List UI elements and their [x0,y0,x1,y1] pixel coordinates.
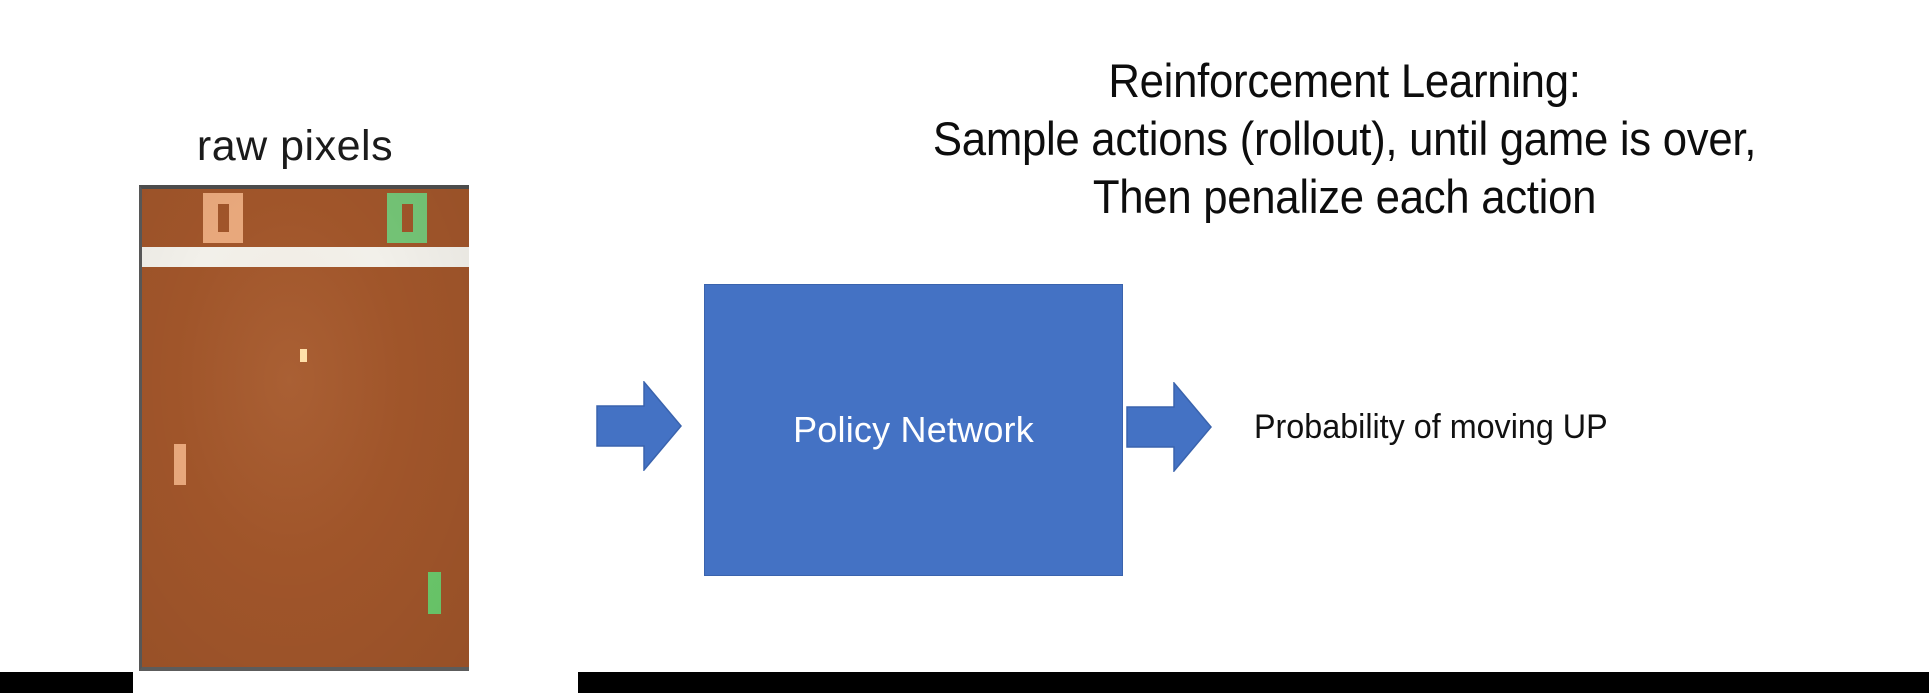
input-arrow-icon [596,381,682,471]
policy-network-label: Policy Network [793,409,1034,450]
pong-paddle-opponent [174,444,186,485]
letterbox-bar-right [578,672,1929,693]
pong-center-divider [142,247,469,267]
pong-score-left [203,193,243,243]
raw-pixels-caption: raw pixels [196,122,394,170]
pong-score-right [387,193,427,243]
pong-score-band [142,189,469,247]
pong-ball [300,349,307,362]
output-probability-label: Probability of moving UP [1254,408,1608,446]
pong-score-left-digit [217,204,229,232]
headline-line-1: Reinforcement Learning: [1108,54,1581,107]
pong-score-right-digit [401,204,413,232]
output-arrow-icon [1126,382,1212,472]
policy-network-box[interactable]: Policy Network [704,284,1123,576]
pong-game-screen [139,185,469,671]
pong-paddle-agent [428,572,441,614]
letterbox-bar-left [0,672,133,693]
headline-line-2: Sample actions (rollout), until game is … [932,112,1757,165]
headline-line-3: Then penalize each action [1092,170,1597,223]
headline-block: Reinforcement Learning: Sample actions (… [801,52,1888,226]
